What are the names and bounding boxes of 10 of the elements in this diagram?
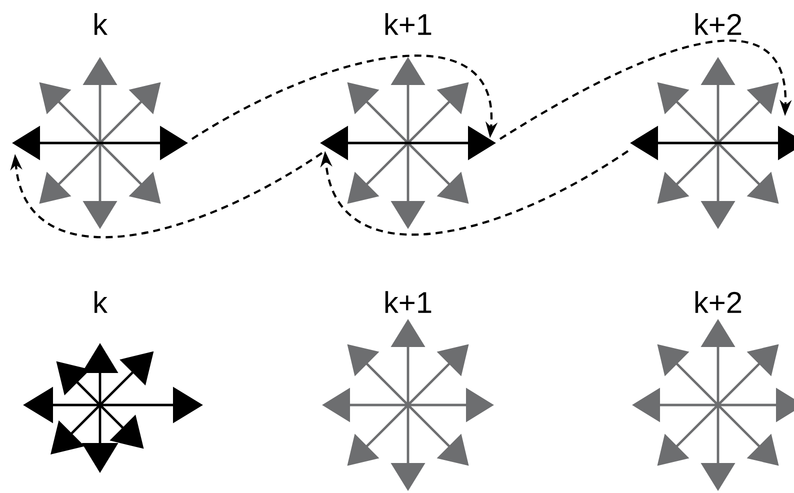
dashed-arrow — [191, 54, 498, 140]
step-label: k+2 — [695, 291, 742, 313]
step-label: k+1 — [385, 13, 432, 35]
step-label: k+2 — [695, 13, 742, 35]
step-label: k — [94, 291, 108, 313]
step-label: k — [94, 13, 108, 35]
dashed-arrow — [320, 150, 629, 236]
step-label: k+1 — [385, 291, 432, 313]
dashed-arrow — [499, 40, 792, 140]
dashed-arrow — [10, 152, 323, 238]
